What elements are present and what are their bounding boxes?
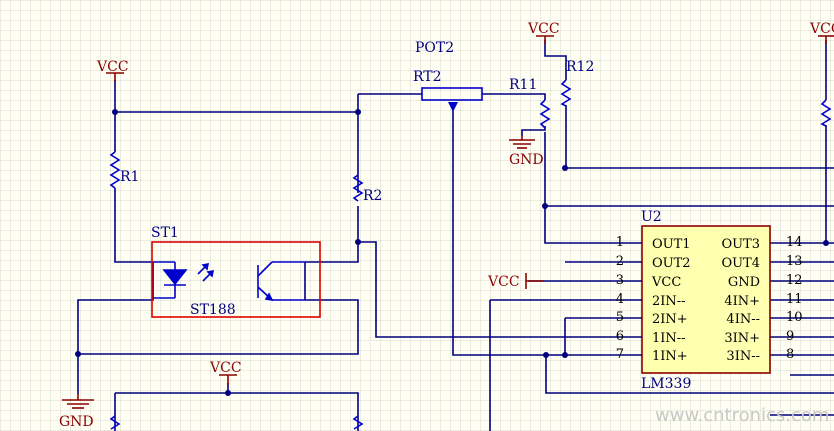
label-rt2: RT2 (413, 69, 442, 85)
label-st1: ST1 (151, 225, 179, 241)
resistor-r2 (352, 174, 364, 202)
resistor-bottom-right (352, 415, 364, 430)
resistor-r1 (109, 151, 121, 189)
ic-pin-name: OUT2 (652, 256, 691, 271)
ic-pin-name: 4IN+ (724, 294, 760, 309)
ic-pin-name: 4IN-- (726, 312, 760, 327)
label-r2: R2 (363, 188, 382, 204)
label-r11: R11 (509, 77, 537, 93)
ic-pin-name: 1IN+ (652, 349, 688, 364)
ic-pin-name: 2IN-- (652, 294, 686, 309)
ic-pin-name: OUT4 (721, 256, 760, 271)
vcc-symbol-r1 (106, 72, 124, 82)
ic-pin-number: 13 (786, 254, 803, 269)
vcc-symbol-r12 (536, 35, 554, 44)
ic-pin-number: 14 (786, 235, 803, 250)
ic-left-pins: 1 OUT1 2 OUT2 3 VCC 4 2IN-- 5 2IN+ 6 1IN-- 7 1IN+ (616, 235, 691, 364)
ic-pin-number: 3 (616, 273, 624, 288)
resistor-r12 (560, 79, 572, 107)
ic-pin-number: 2 (616, 254, 624, 269)
phototransistor-symbol (257, 261, 305, 302)
vcc-label-ic: VCC (487, 274, 520, 290)
vcc-symbol-ic (525, 273, 544, 289)
ic-pin-name: 2IN+ (652, 312, 688, 327)
ic-pin-name: 3IN-- (726, 349, 760, 364)
led-symbol (153, 261, 215, 299)
ic-pin-name: 3IN+ (724, 331, 760, 346)
potentiometer-rt2 (421, 87, 483, 101)
watermark: www.cntronics.com (655, 405, 829, 426)
label-lm339: LM339 (641, 376, 691, 392)
label-st188: ST188 (190, 302, 236, 318)
ic-pin-number: 6 (616, 329, 624, 344)
ic-pin-name: OUT1 (652, 237, 691, 252)
ic-pin-number: 1 (616, 235, 624, 250)
label-r1: R1 (120, 169, 139, 185)
gnd-symbol-left (62, 394, 94, 409)
ic-pin-lines (620, 242, 642, 356)
gnd-label-left: GND (59, 414, 94, 430)
ic-pin-name: OUT3 (721, 237, 760, 252)
resistor-bottom-left (109, 415, 121, 430)
ic-pin-number: 4 (616, 292, 624, 307)
ic-pin-name: 1IN-- (652, 331, 686, 346)
vcc-label-r1: VCC (96, 59, 129, 75)
gnd-label-r11: GND (509, 152, 544, 168)
ic-pin-name: GND (728, 275, 760, 290)
label-u2: U2 (641, 209, 662, 225)
vcc-symbol-right (818, 35, 834, 44)
vcc-label-right: VCC (809, 21, 834, 37)
junction-dots (75, 109, 829, 396)
ic-pin-number: 11 (786, 292, 803, 307)
resistor-r11 (539, 99, 551, 129)
ic-pin-name: VCC (651, 275, 681, 290)
pot-wiper-arrow (448, 102, 458, 112)
ic-lm339-body (641, 225, 771, 374)
sensor-st188-box (151, 241, 321, 318)
ic-pin-number: 12 (786, 273, 803, 288)
vcc-symbol-bottom (219, 374, 237, 385)
label-pot2: POT2 (415, 40, 454, 56)
ic-pin-number: 10 (786, 310, 803, 325)
ic-pin-number: 5 (616, 310, 624, 325)
label-r12: R12 (566, 59, 594, 75)
ic-pin-number: 8 (786, 347, 794, 362)
vcc-label-bottom: VCC (209, 360, 242, 376)
gnd-symbol-r11 (509, 136, 535, 149)
ic-pin-number: 9 (786, 329, 794, 344)
resistor-right (820, 99, 832, 127)
vcc-label-r12: VCC (527, 21, 560, 37)
ic-right-pins: 14 OUT3 13 OUT4 12 GND 11 4IN+ 10 4IN-- 9 3IN+ 8 3IN-… (721, 235, 802, 364)
ic-pin-number: 7 (616, 347, 624, 362)
